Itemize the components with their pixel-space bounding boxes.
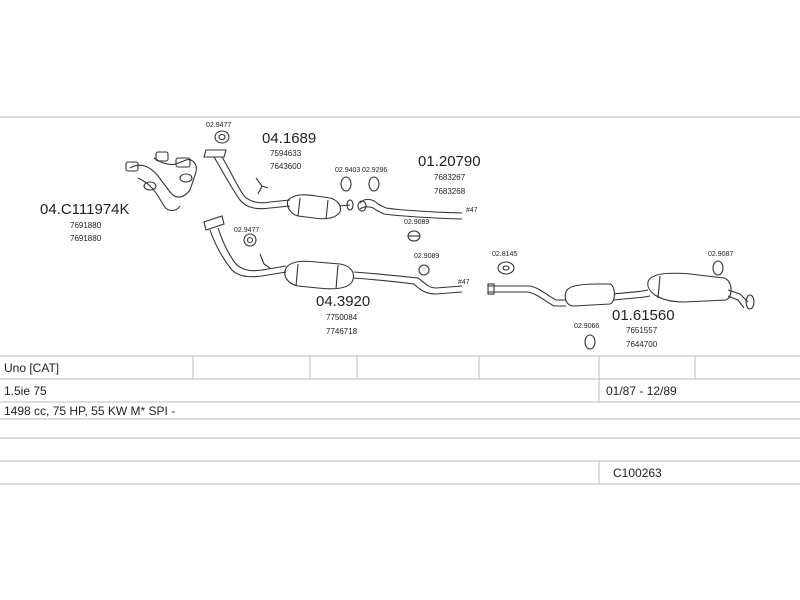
front-pipe-b[interactable] xyxy=(203,215,287,278)
fitting-label-9: 02.9066 xyxy=(574,323,599,330)
fitting-label-3: 02.9296 xyxy=(362,167,387,174)
catalyst-b-oem-2: 7746718 xyxy=(326,327,358,336)
catalyst-b-oem-1: 7750084 xyxy=(326,313,358,322)
fitting-label-4: 02.9089 xyxy=(404,219,429,226)
centre-silencer[interactable] xyxy=(487,283,651,307)
manifold-part[interactable] xyxy=(125,151,197,212)
front-pipe-a-oem-1: 7594633 xyxy=(270,149,302,158)
rubber-mount-7[interactable] xyxy=(497,261,515,275)
gasket-fitting-1[interactable] xyxy=(214,130,230,144)
fitting-label-8: 02.9087 xyxy=(708,251,733,258)
vehicle-engine: 1498 cc, 75 HP, 55 KW M* SPI - xyxy=(4,404,175,418)
manifold-code: 04.C111974K xyxy=(40,201,130,218)
rear-silencer-code: 01.61560 xyxy=(612,307,675,324)
middle-pipe-a-oem-1: 7683267 xyxy=(434,173,466,182)
catalyst-a[interactable] xyxy=(286,194,354,220)
front-pipe-a-oem-2: 7643600 xyxy=(270,162,302,171)
rubber-mount-8[interactable] xyxy=(712,260,724,276)
marker-2: #47 xyxy=(458,279,470,286)
fitting-label-5: 02.9477 xyxy=(234,227,259,234)
rubber-mount-2[interactable] xyxy=(340,176,352,192)
rubber-mount-3[interactable] xyxy=(368,176,380,192)
rear-silencer[interactable] xyxy=(647,272,755,310)
vehicle-model: Uno [CAT] xyxy=(4,361,59,375)
front-pipe-a-code: 04.1689 xyxy=(262,130,316,147)
clamp-6[interactable] xyxy=(418,264,430,276)
manifold-oem-1: 7691880 xyxy=(70,221,102,230)
vehicle-years: 01/87 - 12/89 xyxy=(606,384,677,398)
catalyst-b[interactable] xyxy=(284,260,355,290)
marker-1: #47 xyxy=(466,207,478,214)
system-code: C100263 xyxy=(613,466,662,480)
front-pipe-a[interactable] xyxy=(203,149,291,210)
vehicle-variant: 1.5ie 75 xyxy=(4,384,47,398)
middle-pipe-a-code: 01.20790 xyxy=(418,153,481,170)
rubber-mount-9[interactable] xyxy=(584,334,596,350)
intermediate-pipe-b[interactable] xyxy=(353,271,463,295)
catalyst-b-code: 04.3920 xyxy=(316,293,370,310)
vehicle-info-table xyxy=(0,355,800,485)
fitting-label-2: 02.9403 xyxy=(335,167,360,174)
fitting-label-1: 02.9477 xyxy=(206,122,231,129)
rear-silencer-oem-1: 7651557 xyxy=(626,326,658,335)
middle-pipe-a[interactable] xyxy=(357,198,463,220)
rear-silencer-oem-2: 7644700 xyxy=(626,340,658,349)
middle-pipe-a-oem-2: 7683268 xyxy=(434,187,466,196)
fitting-label-6: 02.9089 xyxy=(414,253,439,260)
clamp-4[interactable] xyxy=(407,230,421,242)
gasket-fitting-5[interactable] xyxy=(243,233,257,247)
manifold-oem-2: 7691880 xyxy=(70,234,102,243)
fitting-label-7: 02.8145 xyxy=(492,251,517,258)
